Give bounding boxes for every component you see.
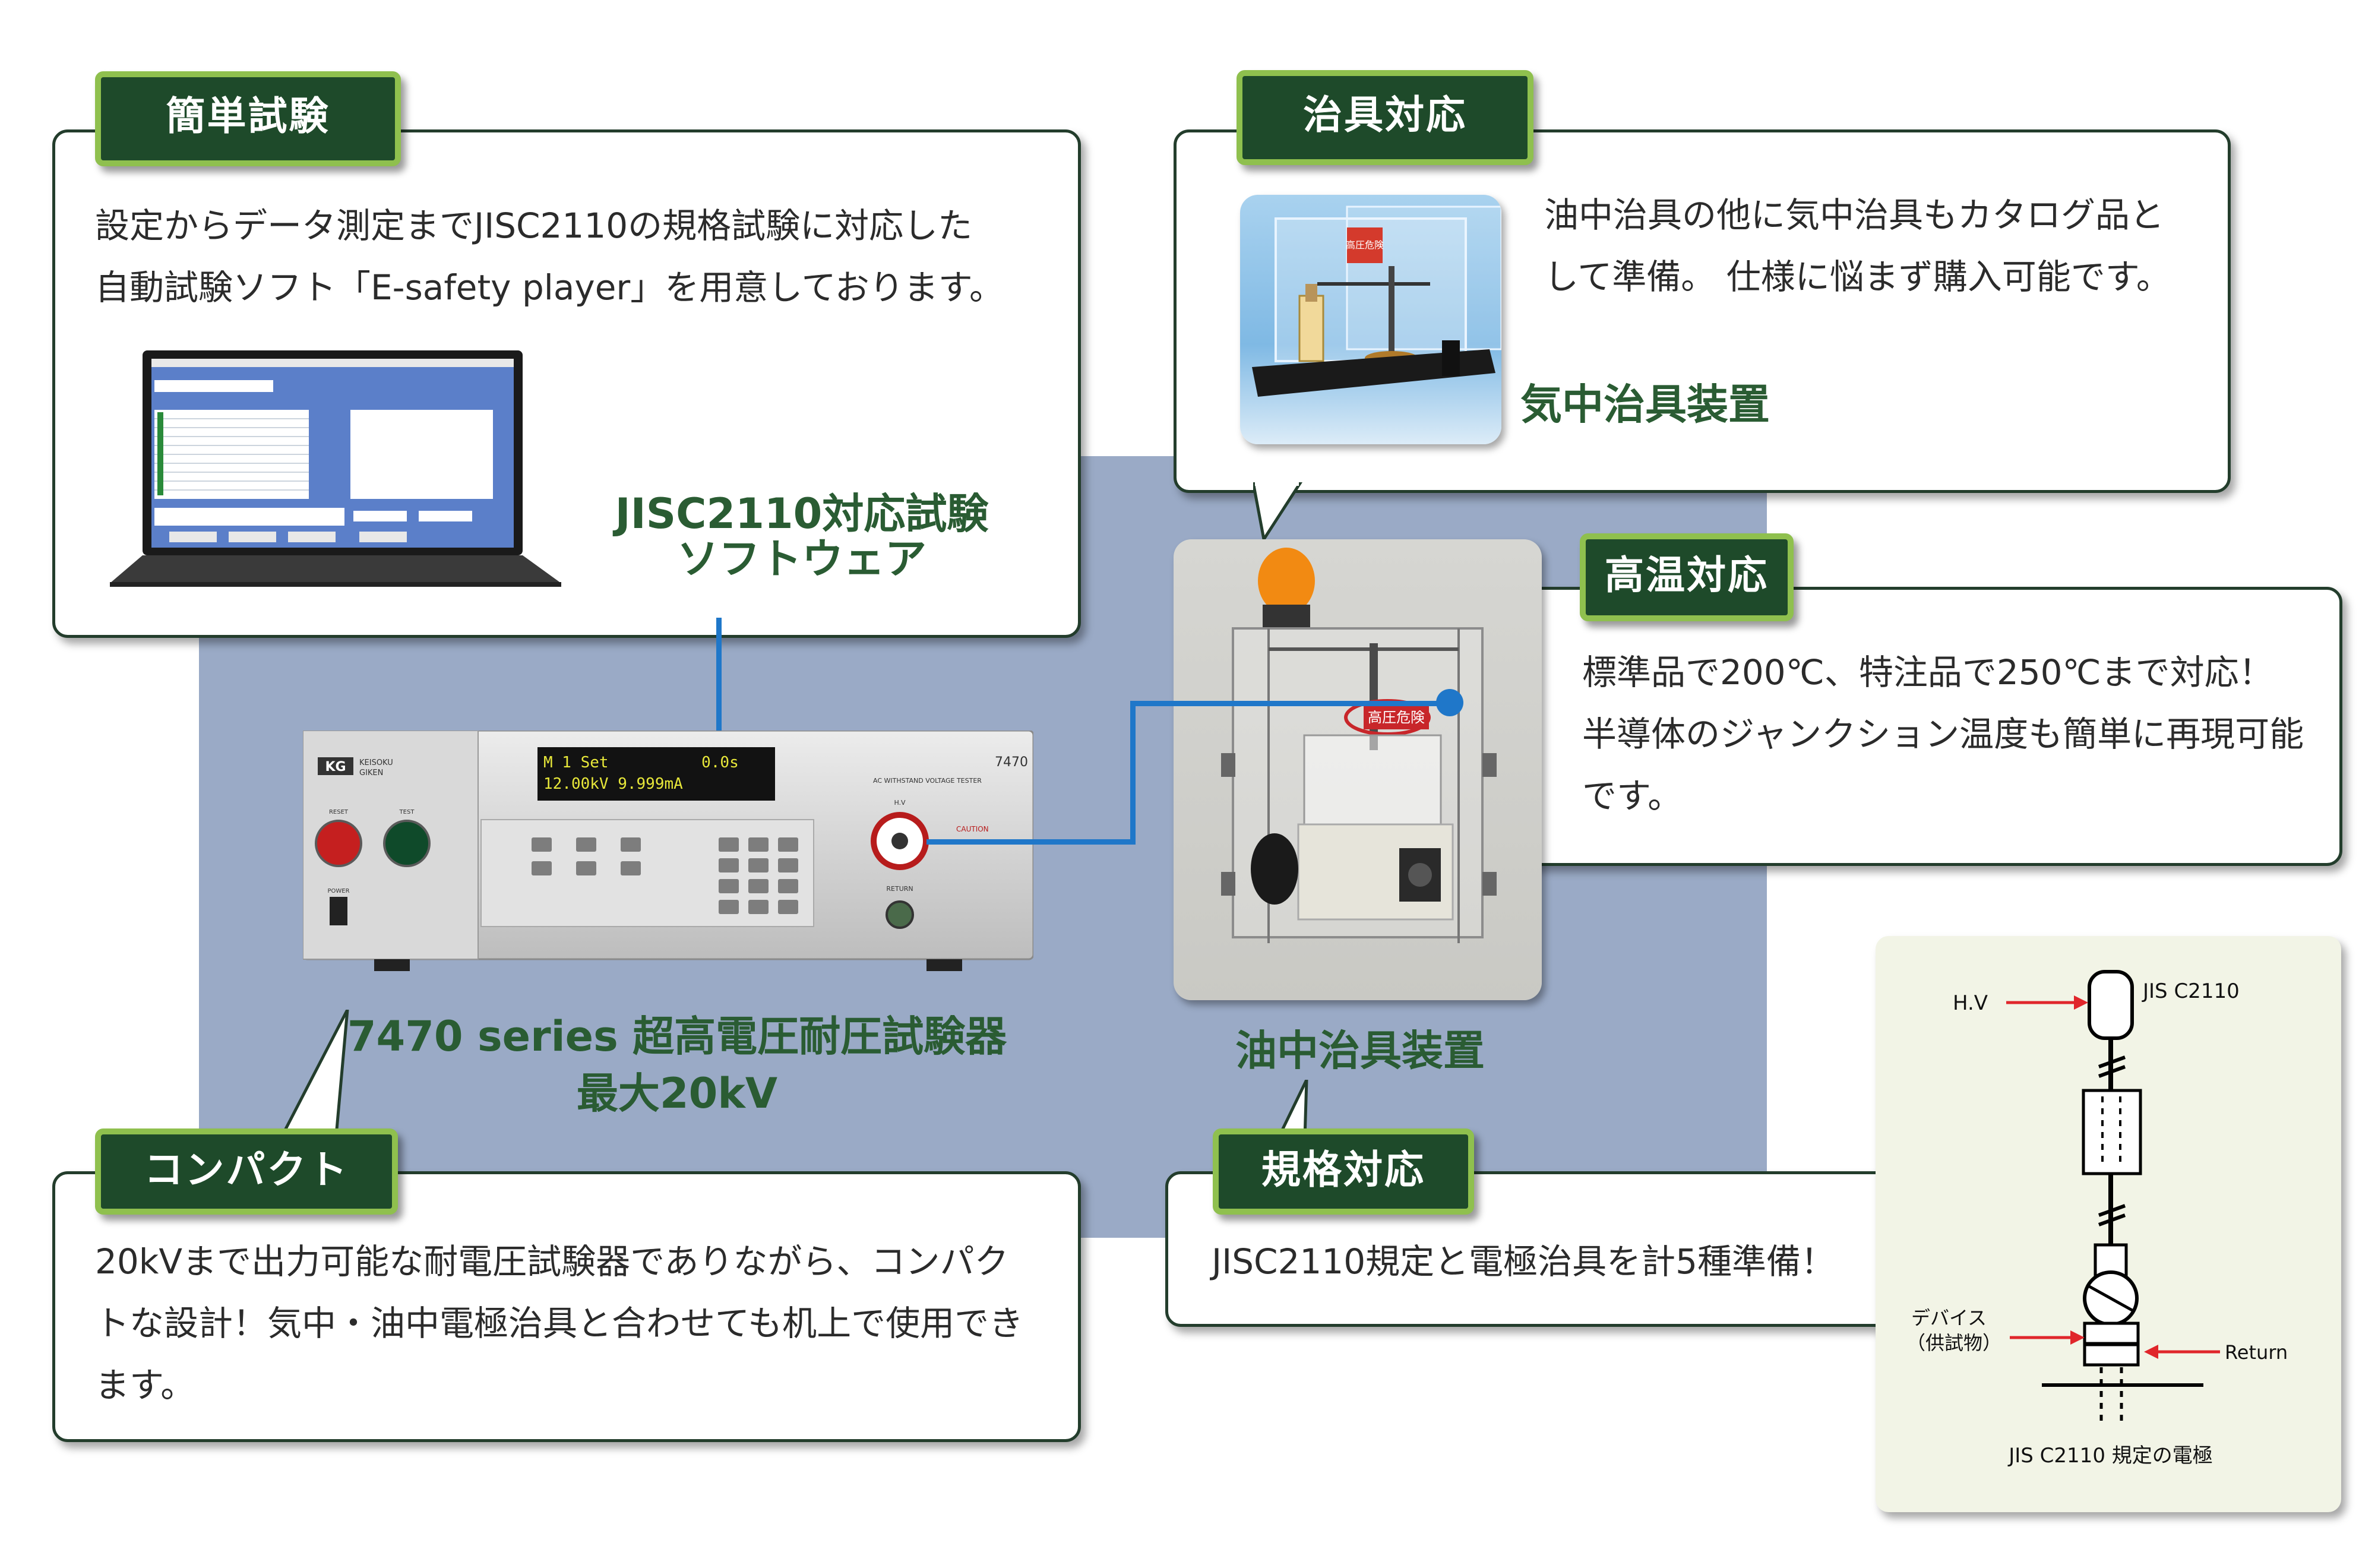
- simple-test-text-line1: 設定からデータ測定までJISC2110の規格試験に対応した: [95, 206, 973, 246]
- diagram-return-label: Return: [2225, 1341, 2288, 1364]
- high-temp-text-line2: 半導体のジャンクション温度も簡単に再現可能: [1582, 714, 2304, 754]
- lcd-line1: M 1 Set 0.0s: [543, 754, 739, 772]
- hv-connector-h2: [1130, 701, 1451, 706]
- jig-text-line2: して準備。 仕様に悩まず購入可能です。: [1544, 257, 2171, 297]
- oil-jig-warning-label: 高圧危険: [1368, 709, 1425, 726]
- electrode-diagram-panel: H.V JIS C2110 デバイス （供試物） Return JIS C211…: [1876, 936, 2341, 1512]
- compact-box: [52, 1171, 1081, 1442]
- brand-giken: GIKEN: [359, 769, 383, 777]
- jig-text-line1: 油中治具の他に気中治具もカタログ品と: [1544, 195, 2165, 235]
- model-subtitle: AC WITHSTAND VOLTAGE TESTER: [873, 777, 982, 785]
- diagram-top-label: JIS C2110: [2142, 979, 2240, 1003]
- hv-connector-h1: [926, 839, 1136, 845]
- model-number: 7470: [995, 755, 1028, 770]
- brand-keisoku: KEISOKU: [359, 758, 393, 767]
- test-label: TEST: [399, 809, 415, 815]
- return-terminal-label: RETURN: [886, 885, 913, 893]
- simple-test-text-line2: 自動試験ソフト「E-safety player」を用意しております。: [95, 267, 1004, 308]
- standard-text-line1: JISC2110規定と電極治具を計5種準備！: [1212, 1241, 1836, 1282]
- tag-standard: 規格対応: [1213, 1128, 1474, 1215]
- air-jig-photo: 高圧危険: [1240, 195, 1501, 444]
- compact-text-line2: トな設計！気中・油中電極治具と合わせても机上で使用でき: [95, 1303, 1024, 1343]
- compact-text-line1: 20kVまで出力可能な耐電圧試験器でありながら、コンパク: [95, 1241, 1009, 1282]
- lcd-line2: 12.00kV 9.999mA: [543, 775, 683, 793]
- laptop-image: [110, 350, 561, 588]
- air-jig-warning-label: 高圧危険: [1346, 239, 1384, 251]
- hv-connector-v: [1130, 701, 1136, 845]
- software-connector: [716, 618, 722, 731]
- instrument-7470: KG KEISOKU GIKEN M 1 Set 0.0s 12.00kV 9.…: [302, 729, 1035, 974]
- hv-terminal-label: H.V: [894, 799, 906, 807]
- oil-jig-caption: 油中治具装置: [1235, 1026, 1485, 1075]
- high-temp-text-line1: 標準品で200℃、特注品で250℃まで対応！: [1582, 652, 2273, 693]
- air-jig-caption: 気中治具装置: [1520, 380, 1770, 429]
- high-temp-text-line3: です。: [1582, 776, 1683, 816]
- power-label: POWER: [327, 888, 349, 894]
- diagram-bottom-label: JIS C2110 規定の電極: [2007, 1444, 2213, 1468]
- jig-box-tail: [1253, 482, 1302, 542]
- diagram-device-label-line2: （供試物）: [1906, 1332, 2001, 1354]
- diagram-device-label-line1: デバイス: [1911, 1307, 1987, 1329]
- instrument-caption-line1: 7470 series 超高電圧耐圧試験器: [347, 1012, 1007, 1061]
- brand-logo: KG: [325, 760, 346, 774]
- tag-jig-support: 治具対応: [1237, 70, 1533, 165]
- instrument-caption-line2: 最大20kV: [576, 1069, 778, 1118]
- hv-connector-dot: [1436, 689, 1463, 716]
- tag-simple-test: 簡単試験: [95, 71, 401, 166]
- tag-high-temp: 高温対応: [1580, 533, 1794, 621]
- diagram-hv-label: H.V: [1953, 991, 1988, 1015]
- caution-label: CAUTION: [956, 825, 989, 833]
- compact-text-line3: ます。: [95, 1365, 195, 1405]
- reset-label: RESET: [329, 809, 349, 815]
- tag-compact: コンパクト: [95, 1128, 398, 1215]
- software-caption-line2: ソフトウェア: [677, 535, 926, 583]
- oil-jig-photo: 高圧危険: [1174, 539, 1542, 1000]
- software-caption-line1: JISC2110対応試験: [615, 489, 989, 538]
